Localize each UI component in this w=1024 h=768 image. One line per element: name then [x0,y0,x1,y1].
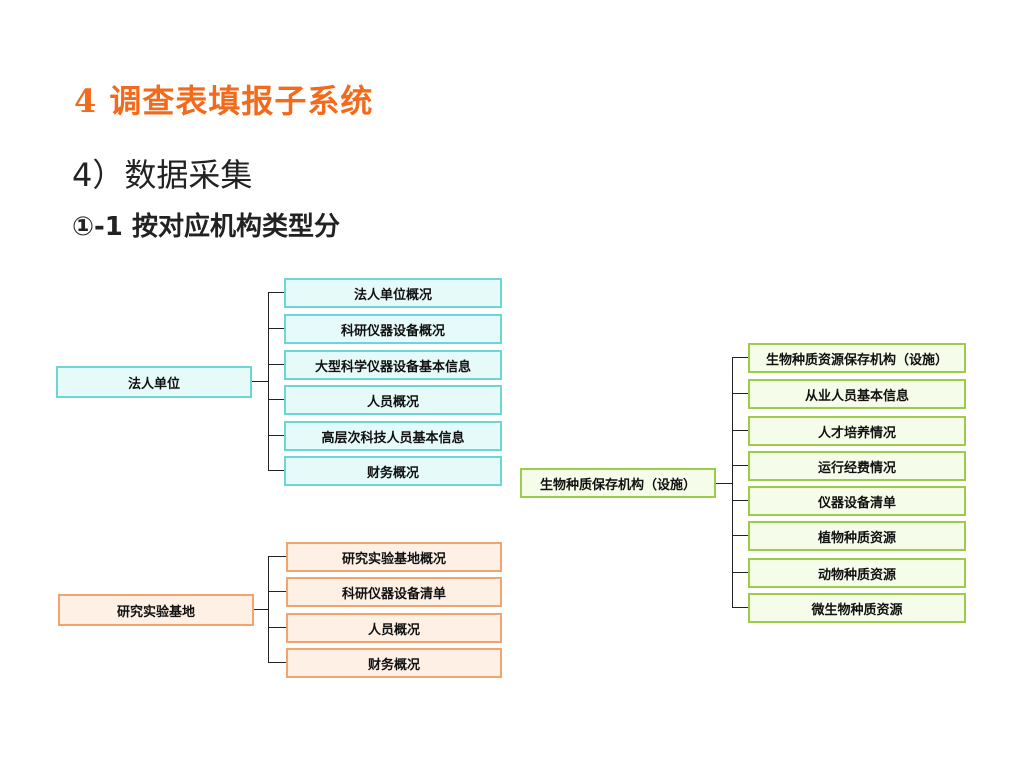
connector [254,609,268,610]
connector [268,364,284,365]
child-box-faren: 财务概况 [284,456,502,486]
child-box-faren: 人员概况 [284,385,502,415]
connector [268,399,284,400]
child-box-jidi: 研究实验基地概况 [286,542,502,572]
child-box-faren: 法人单位概况 [284,278,502,308]
connector [268,591,286,592]
connector [268,662,286,663]
connector [268,556,269,663]
connector [732,357,733,608]
page-title: 4 调查表填报子系统 [74,82,374,120]
connector [732,500,748,501]
child-box-shengwu: 生物种质资源保存机构（设施） [748,343,966,373]
root-box-jidi: 研究实验基地 [58,594,254,626]
connector [252,381,268,382]
child-box-shengwu: 从业人员基本信息 [748,379,966,409]
root-box-shengwu: 生物种质保存机构（设施） [520,468,716,498]
section-heading: ①-1 按对应机构类型分 [72,212,340,242]
connector [732,430,748,431]
child-box-faren: 大型科学仪器设备基本信息 [284,350,502,380]
connector [268,556,286,557]
child-box-jidi: 科研仪器设备清单 [286,577,502,607]
connector [268,292,284,293]
root-box-faren: 法人单位 [56,366,252,398]
connector [732,393,748,394]
connector [268,292,269,470]
connector [732,535,748,536]
connector [732,572,748,573]
child-box-shengwu: 仪器设备清单 [748,486,966,516]
child-box-shengwu: 微生物种质资源 [748,593,966,623]
connector [268,470,284,471]
child-box-faren: 科研仪器设备概况 [284,314,502,344]
connector [268,627,286,628]
child-box-shengwu: 运行经费情况 [748,451,966,481]
child-box-jidi: 人员概况 [286,613,502,643]
child-box-shengwu: 人才培养情况 [748,416,966,446]
section-subtitle: 4）数据采集 [72,156,253,194]
connector [732,465,748,466]
connector [716,483,732,484]
connector [268,328,284,329]
child-box-shengwu: 动物种质资源 [748,558,966,588]
connector [268,435,284,436]
connector [732,357,748,358]
child-box-shengwu: 植物种质资源 [748,521,966,551]
child-box-faren: 高层次科技人员基本信息 [284,421,502,451]
connector [732,607,748,608]
child-box-jidi: 财务概况 [286,648,502,678]
